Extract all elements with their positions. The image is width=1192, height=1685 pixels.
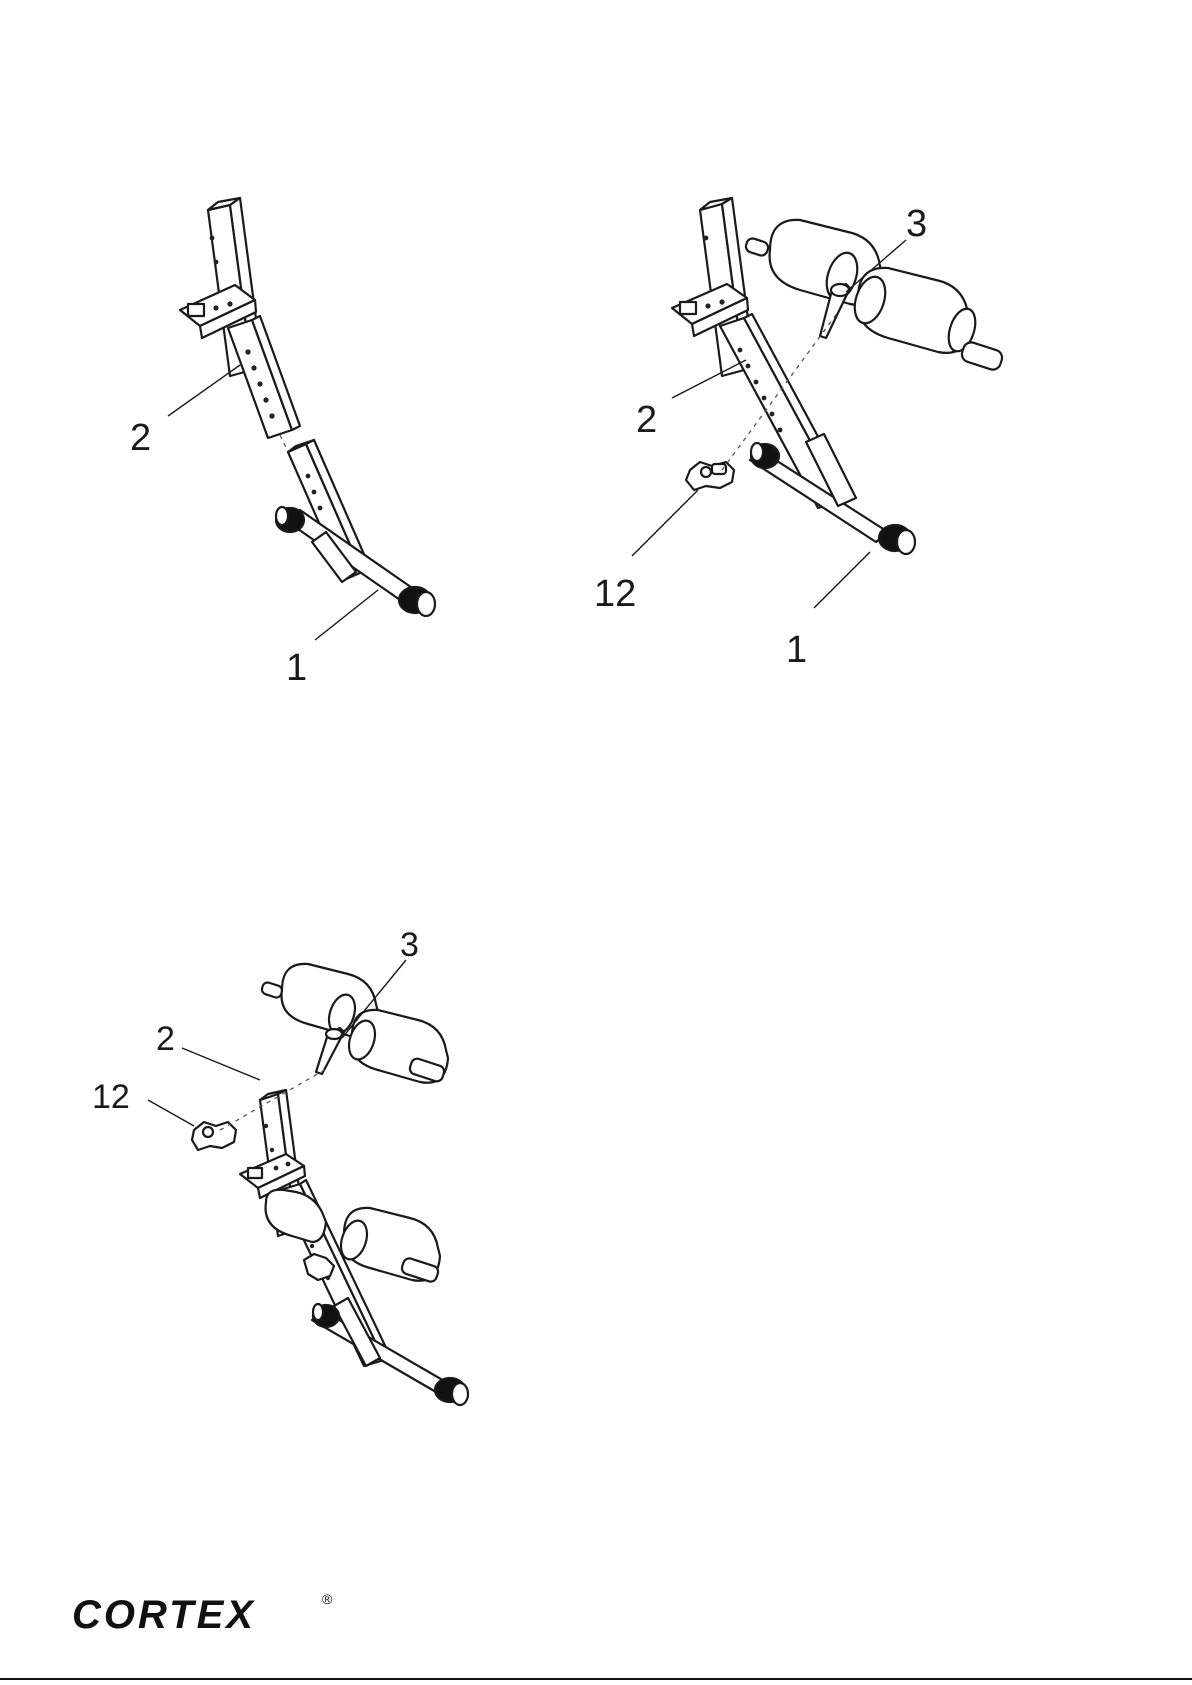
callout-leader-2 [672, 360, 746, 398]
callout-label-2: 2 [130, 417, 151, 459]
registered-mark: ® [322, 1591, 333, 1607]
callout-label-12: 12 [594, 573, 636, 615]
callout-leader-2 [168, 365, 240, 416]
callout-label-2: 2 [636, 399, 657, 441]
roller-pad-assembly [744, 220, 1004, 372]
base-frame-part-1 [312, 1298, 468, 1405]
knob-part-12 [192, 1122, 236, 1150]
callout-leader-1 [814, 552, 870, 608]
callout-label-3: 3 [400, 926, 419, 964]
cortex-logo-mark: CORTEX ® [72, 1588, 342, 1634]
base-frame-part-1 [750, 434, 915, 554]
assembly-figure-step-2: 3 2 12 1 [610, 180, 1090, 720]
assembly-drawing-step-1: 2 1 [100, 180, 500, 740]
assembly-drawing-step-3: 3 2 12 [90, 940, 510, 1420]
callout-leader-12 [148, 1100, 194, 1126]
lower-roller-pad-assembly [266, 1190, 440, 1283]
assembly-figure-step-1: 2 1 [100, 180, 500, 740]
callout-leader-12 [632, 490, 698, 556]
assembly-figure-step-3: 3 2 12 [90, 940, 510, 1420]
footer-divider [0, 1678, 1192, 1680]
base-frame-part-1 [276, 440, 435, 616]
callout-label-2: 2 [156, 1020, 175, 1058]
callout-label-12: 12 [92, 1078, 130, 1116]
callout-label-1: 1 [286, 647, 307, 689]
callout-label-3: 3 [906, 203, 927, 245]
brand-logo: CORTEX ® [72, 1588, 342, 1639]
callout-leader-2 [182, 1048, 260, 1080]
callout-leader-1 [315, 590, 378, 640]
knob-part-12 [686, 462, 734, 490]
callout-label-1: 1 [786, 629, 807, 671]
upright-tube-part-2 [180, 198, 300, 438]
brand-name: CORTEX [72, 1593, 256, 1634]
assembly-drawing-step-2: 3 2 12 1 [610, 180, 1090, 720]
